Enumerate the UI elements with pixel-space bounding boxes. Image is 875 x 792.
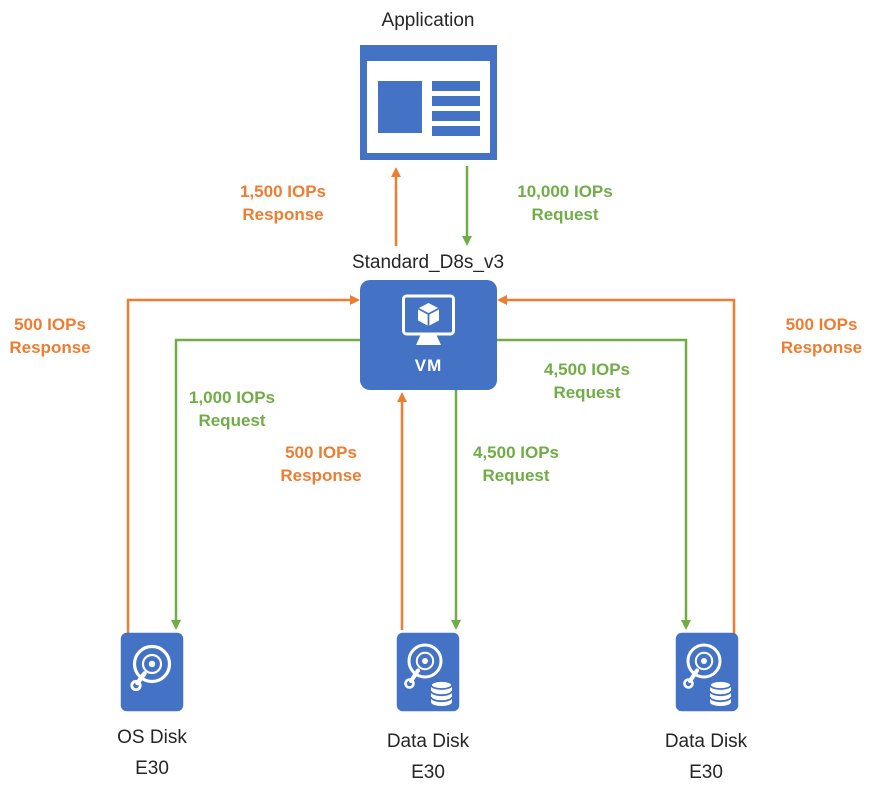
- os-disk-tier: E30: [135, 758, 169, 779]
- flow-label-data-disk-1-response: 500 IOPs Response: [280, 443, 362, 485]
- arrow-vm-to-datadisk2-request: [497, 338, 691, 630]
- vm-icon: [402, 294, 455, 345]
- data-disk-1-tier: E30: [411, 762, 445, 783]
- vm-title: Standard_D8s_v3: [351, 252, 505, 273]
- flow-label-os-disk-request: 1,000 IOPs Request: [188, 388, 275, 430]
- flow-label-data-disk-1-request: 4,500 IOPs Request: [472, 443, 559, 485]
- flow-label-data-disk-2-request: 4,500 IOPs Request: [543, 360, 630, 402]
- flow-label-app-request: 10,000 IOPs Request: [517, 182, 613, 224]
- os-disk-icon: [120, 632, 184, 712]
- application-icon: [360, 45, 497, 160]
- data-disk-1-icon: [396, 632, 460, 712]
- arrow-vm-to-osdisk-request: [171, 338, 360, 630]
- data-disk-2-tier: E30: [689, 762, 723, 783]
- arrow-datadisk2-to-vm-response: [497, 295, 736, 636]
- flow-label-data-disk-2-response: 500 IOPs Response: [780, 315, 863, 357]
- data-disk-1-label: Data Disk E30: [368, 726, 488, 788]
- arrow-osdisk-to-vm-response: [126, 295, 360, 636]
- data-disk-2-icon: [675, 632, 739, 712]
- os-disk-name: OS Disk: [117, 727, 187, 748]
- vm-badge: VM: [414, 356, 443, 375]
- flow-label-os-disk-response: 500 IOPs Response: [9, 315, 91, 357]
- application-title: Application: [381, 10, 475, 31]
- data-disk-1-name: Data Disk: [386, 731, 470, 752]
- data-disk-2-name: Data Disk: [664, 731, 748, 752]
- os-disk-label: OS Disk E30: [92, 722, 212, 784]
- vm-node: VM: [360, 280, 497, 390]
- data-disk-2-label: Data Disk E30: [646, 726, 766, 788]
- flow-label-app-response: 1,500 IOPs Response: [239, 182, 326, 224]
